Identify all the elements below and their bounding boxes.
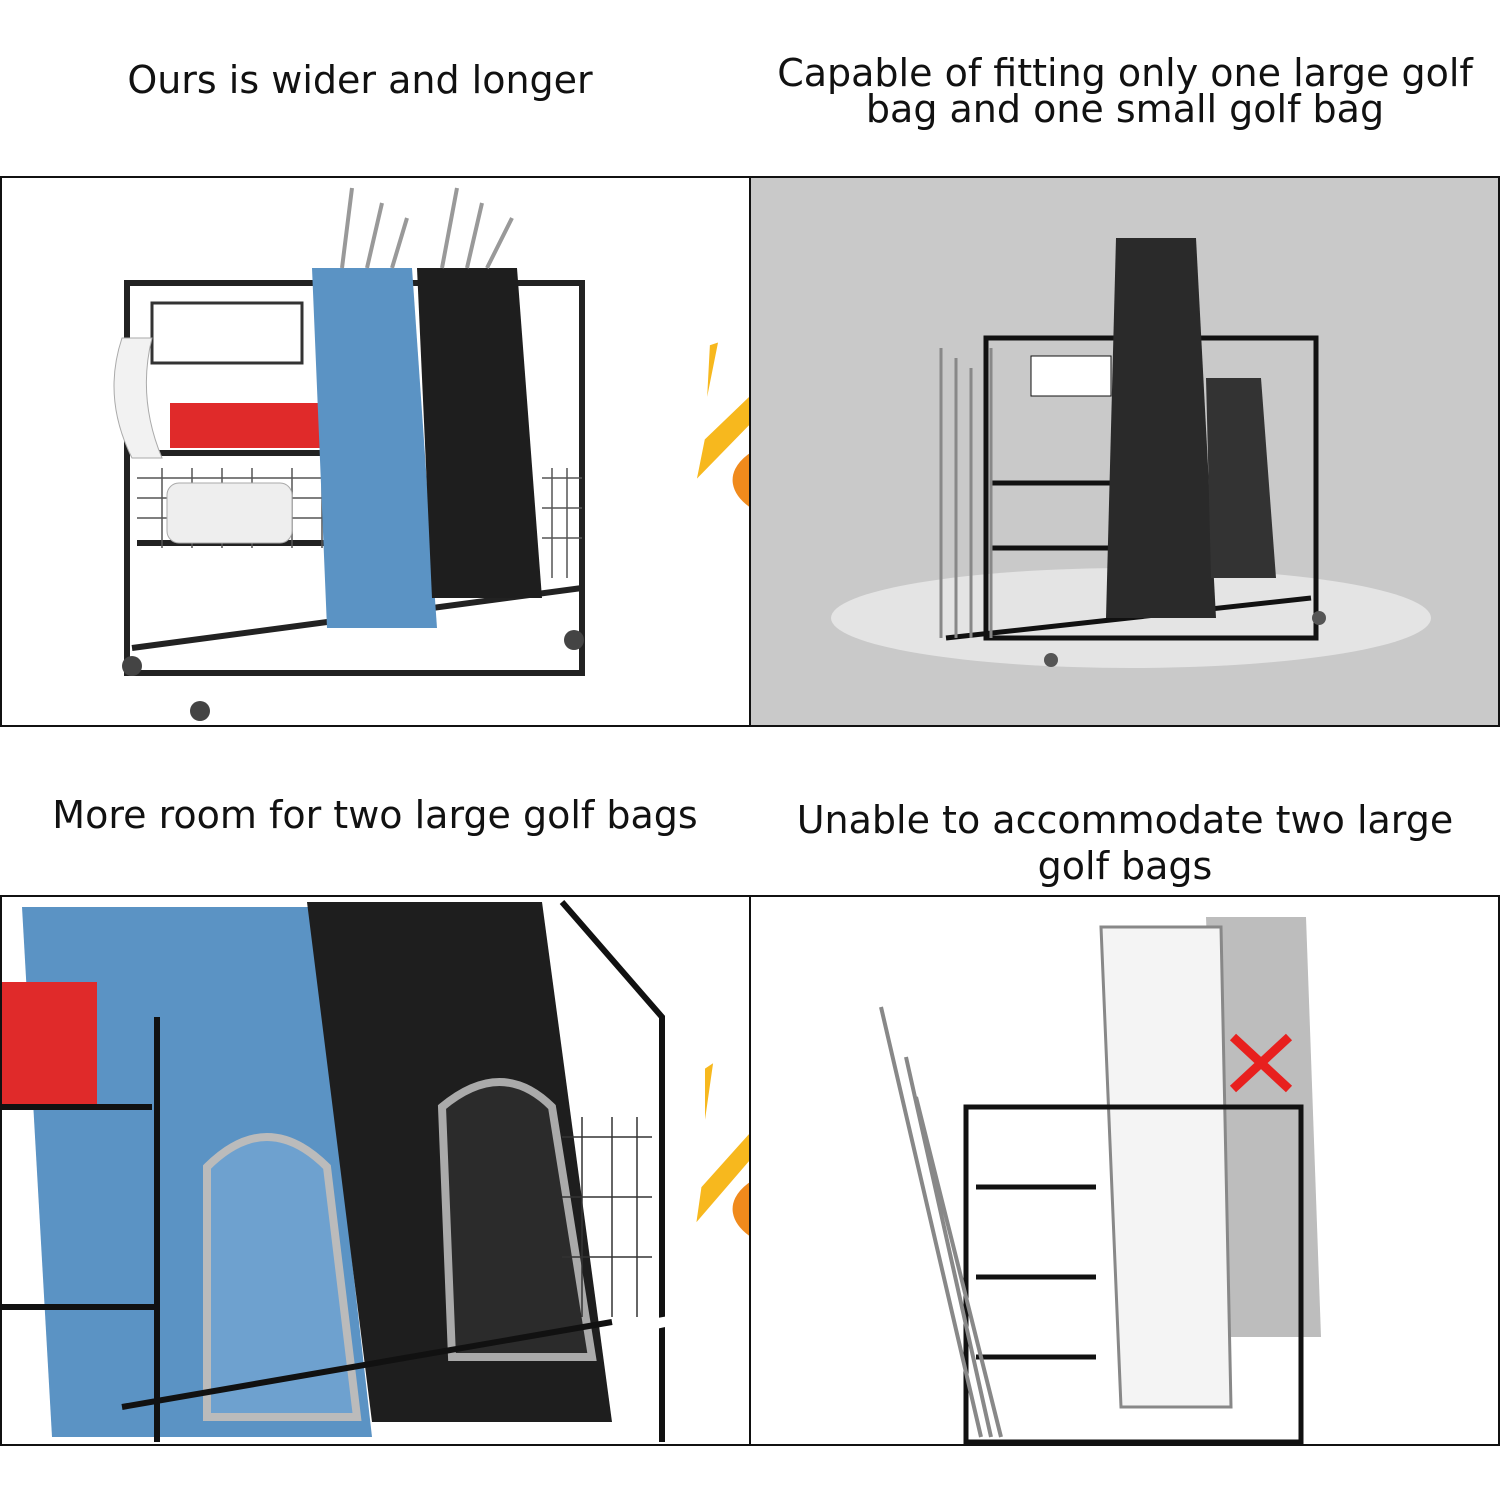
caption-competitor-unable: Unable to accommodate two large golf bag… [750,797,1500,889]
caption-line: Capable of fitting only one large golf [777,51,1473,95]
second-bag-not-fitting [1206,917,1321,1337]
caption-competitor-capacity: Capable of fitting only one large golf b… [750,53,1500,129]
red-box [170,403,320,448]
golf-rack-illustration [113,187,749,721]
large-golf-bag [1106,238,1216,618]
panel-competitor-closeup [749,895,1500,1446]
vs-graphic [630,333,749,606]
caption-ours-wider: Ours is wider and longer [127,58,593,102]
caption-line: golf bags [1037,844,1213,888]
competitor-rack-illustration [831,238,1431,668]
red-x-icon [1229,1033,1293,1093]
caption-line: bag and one small golf bag [865,87,1385,131]
panel-competitor-full [749,176,1500,727]
vs-graphic [625,1050,749,1335]
panel-ours-full [0,176,751,727]
caption-line: Unable to accommodate two large [796,798,1454,842]
small-golf-bag [1206,378,1276,578]
black-golf-bag [417,268,542,598]
blue-golf-bag [312,268,437,628]
caption-more-room: More room for two large golf bags [52,793,698,837]
competitor-two-bags-illustration [879,917,1321,1444]
closeup-bags-illustration [2,900,749,1442]
panel-ours-closeup [0,895,751,1446]
